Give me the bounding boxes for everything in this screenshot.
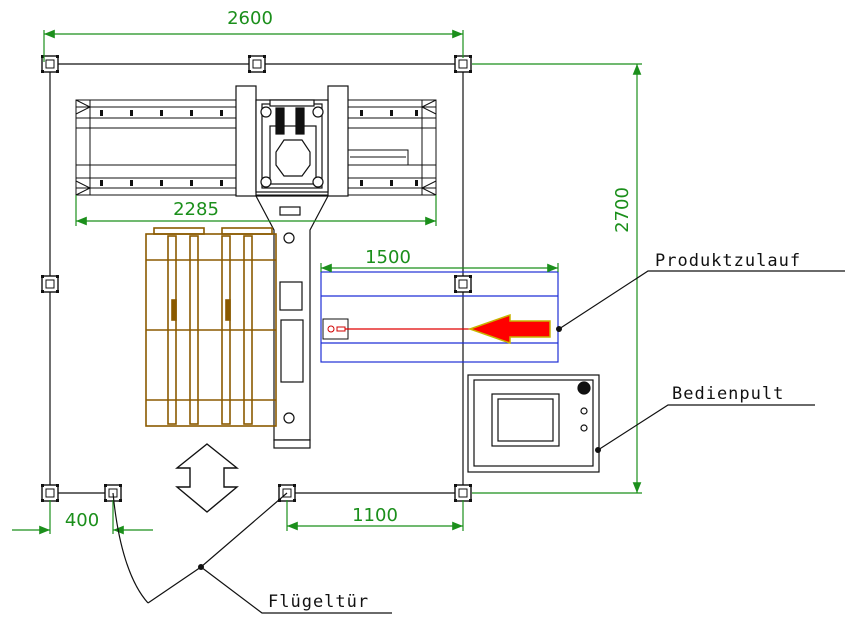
dimension-height-total: 2700 [612, 187, 633, 233]
fence-post [40, 274, 60, 294]
rail-bolts [100, 110, 418, 186]
access-double-arrow-icon [175, 443, 239, 513]
label-infeed: Produktzulauf [655, 251, 801, 271]
leader-dots [198, 326, 601, 570]
dimension-labels: 2600 2700 2285 1500 1100 400 [65, 8, 633, 531]
fence-post [247, 54, 267, 74]
dimension-conveyor-length: 1500 [365, 247, 411, 268]
dimension-door-offset: 400 [65, 510, 99, 531]
label-wing-door: Flügeltür [268, 592, 369, 612]
control-panel [467, 374, 600, 473]
fence-post [40, 483, 60, 503]
leader-lines [112, 270, 845, 614]
fence-post [453, 483, 473, 503]
fence-post [453, 274, 473, 294]
gantry-carriage [235, 85, 349, 197]
infeed-sensor [322, 318, 470, 340]
infeed-arrow-icon [467, 313, 551, 345]
dimension-gantry-width: 2285 [173, 199, 219, 220]
infeed-conveyor [320, 271, 559, 363]
label-control-panel: Bedienpult [672, 384, 784, 404]
dimension-width-total: 2600 [227, 8, 273, 29]
pallet [145, 227, 277, 427]
dimension-door-width: 1100 [352, 505, 398, 526]
robot-arm [255, 195, 329, 449]
